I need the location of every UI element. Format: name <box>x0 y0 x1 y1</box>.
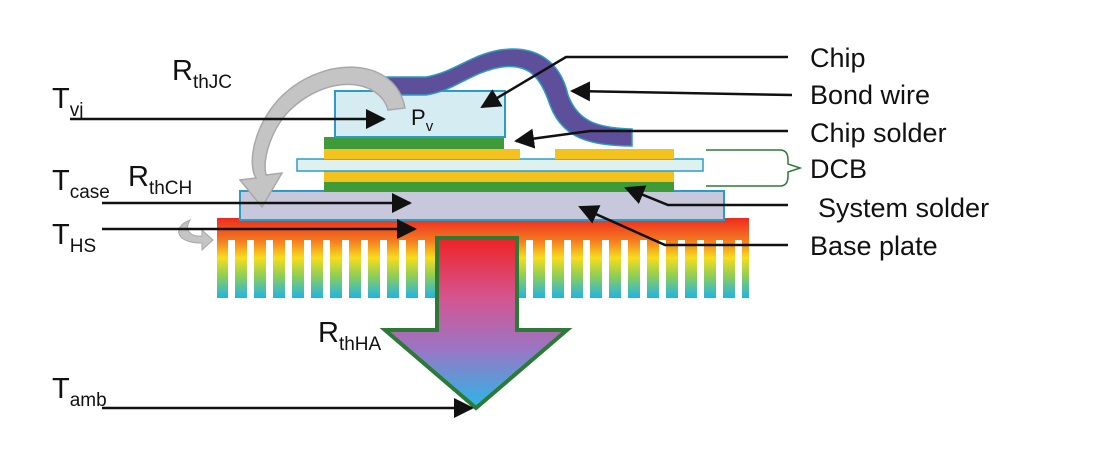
leader-lines <box>480 55 793 247</box>
dcb-bracket <box>706 149 803 187</box>
label-base-plate: Base plate <box>810 231 938 261</box>
heat-sink-fin-gaps <box>228 240 742 298</box>
dcb-top-copper-left <box>324 149 520 159</box>
rthjc-curved-arrow <box>238 66 406 209</box>
symbol-tcase: Tcase <box>52 165 110 203</box>
pointer-lines <box>70 109 474 418</box>
system-solder-leader <box>624 185 788 207</box>
dcb-bottom-copper <box>324 171 674 182</box>
bond-wire-leader <box>570 81 793 102</box>
rthch-curved-arrow <box>178 218 214 252</box>
bond-wire <box>384 48 633 147</box>
label-chip-solder: Chip solder <box>810 118 947 148</box>
label-system-solder: System solder <box>818 193 989 223</box>
symbol-pv: Pv <box>411 105 434 135</box>
dcb-top-copper-right <box>555 149 674 159</box>
symbol-rthha: RthHA <box>318 317 382 355</box>
dcb-substrate <box>296 149 704 182</box>
chip <box>334 90 506 138</box>
base-plate-leader <box>578 205 788 247</box>
base-plate <box>239 190 725 221</box>
symbol-rthjc: RthJC <box>172 55 232 93</box>
chip-solder-leader <box>514 128 788 149</box>
symbol-tvj: Tvj <box>52 83 83 121</box>
label-chip: Chip <box>810 43 866 73</box>
heat-flow-arrow <box>379 236 573 411</box>
chip-solder <box>324 137 504 149</box>
symbol-ths: THS <box>52 219 96 257</box>
symbol-rthch: RthCH <box>128 161 192 199</box>
dcb-ceramic <box>296 158 704 172</box>
chip-leader <box>480 55 788 109</box>
label-bond-wire: Bond wire <box>810 80 930 110</box>
symbol-tamb: Tamb <box>52 373 107 411</box>
system-solder <box>324 182 674 192</box>
label-dcb: DCB <box>810 154 867 184</box>
